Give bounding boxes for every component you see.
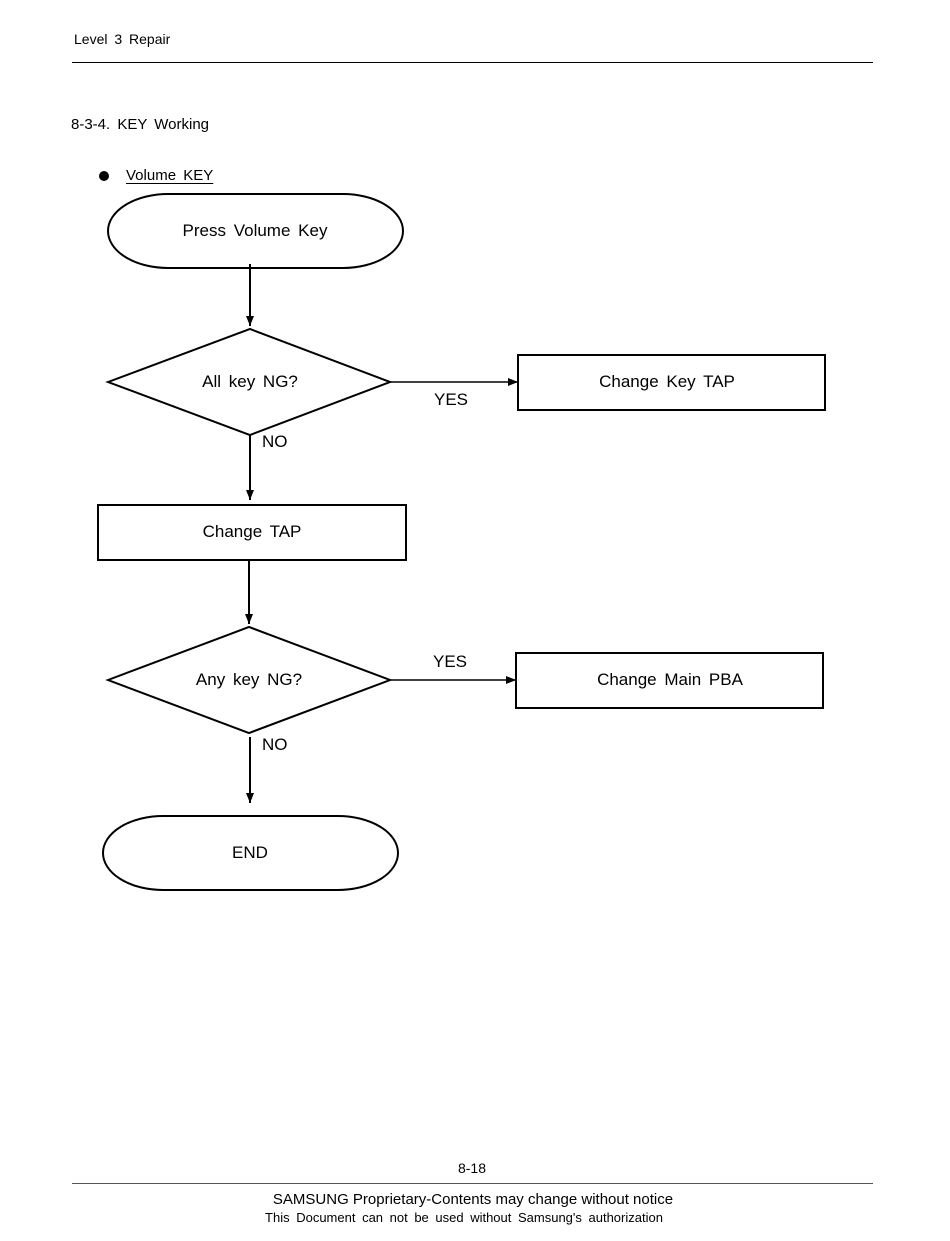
start-terminator: Press Volume Key — [107, 193, 404, 269]
process-change-key-tap-label: Change Key TAP — [599, 372, 735, 391]
footer-notice: SAMSUNG Proprietary-Contents may change … — [272, 1191, 674, 1208]
decision2-label: Any key NG? — [196, 670, 302, 689]
process-change-tap-label: Change TAP — [203, 522, 302, 541]
decision1-no-label: NO — [262, 432, 288, 451]
process-change-tap: Change TAP — [97, 504, 407, 561]
decision2-no-label: NO — [262, 735, 288, 754]
start-label: Press Volume Key — [183, 221, 328, 240]
header-title: Level 3 Repair — [74, 31, 171, 47]
page-number: 8-18 — [457, 1160, 487, 1176]
decision2-yes-label: YES — [433, 652, 467, 671]
process-change-key-tap: Change Key TAP — [517, 354, 826, 411]
process-change-main-pba: Change Main PBA — [515, 652, 824, 709]
end-terminator: END — [102, 815, 399, 891]
decision-any-key-ng: Any key NG? — [105, 625, 393, 735]
section-title: 8-3-4. KEY Working — [71, 116, 210, 133]
footer-divider — [72, 1183, 873, 1184]
footer-authorization: This Document can not be used without Sa… — [265, 1210, 663, 1225]
header-divider — [72, 62, 873, 63]
end-label: END — [232, 843, 268, 862]
decision-all-key-ng: All key NG? — [105, 327, 393, 437]
bullet-icon — [99, 171, 109, 181]
decision1-yes-label: YES — [434, 390, 468, 409]
subsection-title: Volume KEY — [126, 167, 214, 184]
decision1-label: All key NG? — [202, 372, 298, 391]
process-change-main-pba-label: Change Main PBA — [597, 670, 744, 689]
